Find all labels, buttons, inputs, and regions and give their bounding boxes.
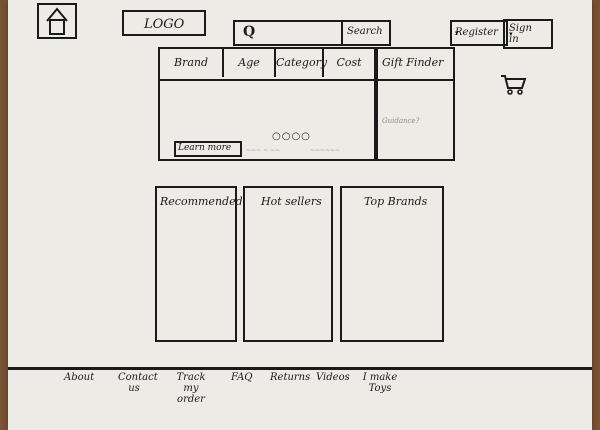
nav-category[interactable]: Category (276, 49, 328, 77)
footer-contact-us[interactable]: Contact us (118, 372, 158, 394)
top-brands-label: Top Brands (364, 195, 428, 208)
sign-in-button[interactable]: Sign in ▾ (503, 19, 553, 49)
chevron-down-icon: ▾ (455, 29, 459, 37)
footer-faq[interactable]: FAQ (231, 372, 253, 383)
top-brands-panel[interactable]: Top Brands (340, 186, 444, 342)
search-button-label: Search (347, 26, 383, 37)
logo[interactable]: LOGO (122, 10, 206, 36)
nav-brand-label: Brand (173, 56, 209, 69)
search-icon: Q (243, 24, 256, 40)
home-button[interactable] (37, 3, 77, 39)
hot-sellers-label: Hot sellers (261, 195, 322, 208)
learn-more-label: Learn more (178, 143, 232, 153)
sign-in-label: Sign in (509, 23, 532, 45)
nav-age[interactable]: Age (224, 49, 276, 77)
faint-scribble: ~~~~~~ (310, 147, 341, 154)
recommended-panel[interactable]: Recommended (155, 186, 243, 342)
footer-videos[interactable]: Videos (316, 372, 350, 383)
register-button[interactable]: Register ▾ (450, 20, 508, 46)
nav-cost[interactable]: Cost (324, 49, 374, 77)
learn-more-button[interactable]: Learn more (174, 141, 242, 157)
chevron-down-icon: ▾ (509, 30, 513, 38)
nav-brand[interactable]: Brand (160, 49, 224, 77)
footer-divider (8, 367, 592, 370)
register-label: Register (455, 27, 498, 38)
faint-scribble: ~~~ ~ ~~ (246, 147, 280, 154)
logo-text: LOGO (144, 17, 185, 32)
gift-finder-tab[interactable]: Gift Finder (382, 56, 444, 69)
hero-panel: Brand Age Category Cost Gift Finder Guid… (158, 47, 455, 161)
guidance-note: Guidance? (382, 117, 420, 125)
recommended-label: Recommended (160, 195, 243, 208)
footer-about[interactable]: About (64, 372, 95, 383)
search-button[interactable]: Search (341, 22, 389, 44)
home-icon (46, 7, 68, 35)
sketch-paper (8, 0, 592, 430)
category-nav: Brand Age Category Cost (160, 49, 453, 81)
cart-icon[interactable] (500, 74, 528, 96)
footer-i-make-toys[interactable]: I make Toys (362, 372, 398, 394)
nav-category-label: Category (276, 56, 328, 69)
search-bar[interactable]: Q Search (233, 20, 391, 46)
nav-cost-label: Cost (336, 56, 362, 69)
nav-age-label: Age (238, 56, 260, 69)
hot-sellers-panel[interactable]: Hot sellers (243, 186, 333, 342)
footer-track-order[interactable]: Track my order (176, 372, 206, 405)
footer-returns[interactable]: Returns (270, 372, 311, 383)
carousel-dots[interactable]: ○○○○ (272, 131, 311, 142)
gift-finder-divider (374, 49, 378, 159)
